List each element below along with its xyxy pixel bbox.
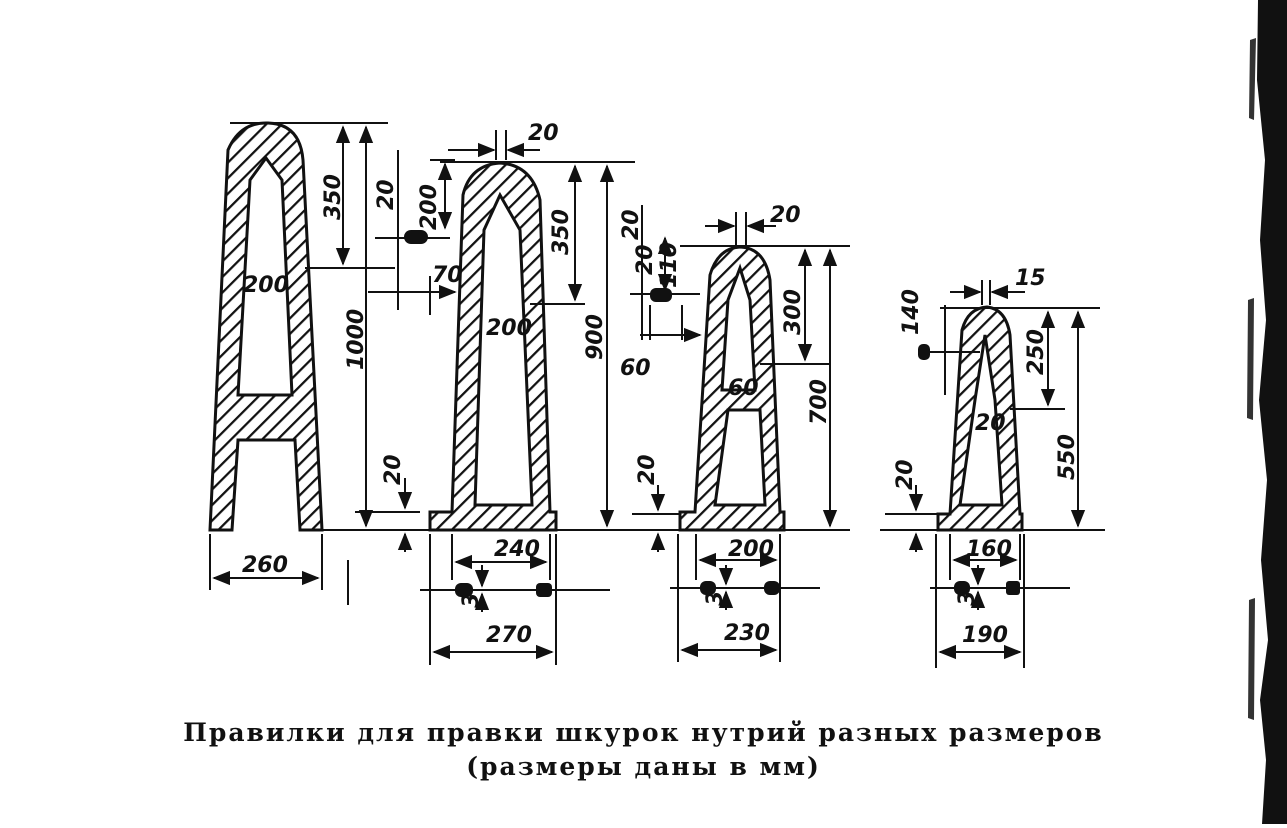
label-f1-height: 1000 <box>344 309 369 370</box>
figure-3 <box>610 205 850 662</box>
label-f3-top: 300 <box>781 289 806 335</box>
figure-2 <box>420 130 635 665</box>
label-f1-inner: 200 <box>243 273 289 298</box>
label-f4-tip: 15 <box>1015 266 1046 291</box>
label-f1-slot-gap: 20 <box>374 179 399 210</box>
label-f4-bolt: 3 <box>955 591 980 606</box>
label-f4-height: 550 <box>1055 434 1080 480</box>
label-f2-height: 900 <box>583 314 608 360</box>
label-f4-inner: 20 <box>975 411 1006 436</box>
caption-line-2: (размеры даны в мм) <box>466 752 821 781</box>
label-f2-base: 20 <box>619 209 644 240</box>
label-f3-width: 200 <box>728 537 774 562</box>
label-f3-slot: 110 <box>657 242 682 288</box>
label-f3-bolt: 3 <box>703 591 728 606</box>
label-f1-width: 260 <box>242 553 288 578</box>
label-f2-top: 350 <box>549 209 574 255</box>
label-f3-slot-gap: 20 <box>633 244 658 275</box>
label-f3-stand: 230 <box>724 621 770 646</box>
label-f1-top: 350 <box>321 174 346 220</box>
label-f1-notch: 70 <box>432 263 463 288</box>
figure-3-body <box>678 245 786 532</box>
label-f2-tip: 20 <box>528 121 559 146</box>
label-f3-base: 20 <box>635 454 660 485</box>
label-f3-tip: 20 <box>770 203 801 228</box>
figure-1-body <box>208 121 324 532</box>
figure-4 <box>880 280 1105 668</box>
label-f1-base: 20 <box>381 454 406 485</box>
label-f4-width: 160 <box>966 537 1012 562</box>
scan-edge <box>1247 0 1287 824</box>
label-f1-slot: 200 <box>417 184 442 230</box>
label-f4-slot: 140 <box>899 289 924 335</box>
label-f2-inner: 200 <box>486 316 532 341</box>
caption-line-1: Правилки для правки шкурок нутрий разных… <box>183 718 1104 747</box>
label-f3-notch: 60 <box>620 356 651 381</box>
label-f2-bolt: 3 <box>459 593 484 608</box>
label-f3-height: 700 <box>807 379 832 425</box>
figure-1 <box>208 121 457 605</box>
label-f2-width: 240 <box>494 537 540 562</box>
label-f2-stand: 270 <box>486 623 532 648</box>
label-f4-stand: 190 <box>962 623 1008 648</box>
figure-2-body <box>428 161 558 532</box>
label-f3-inner: 60 <box>728 376 759 401</box>
label-f4-top: 250 <box>1024 329 1049 375</box>
label-f4-base: 20 <box>893 459 918 490</box>
